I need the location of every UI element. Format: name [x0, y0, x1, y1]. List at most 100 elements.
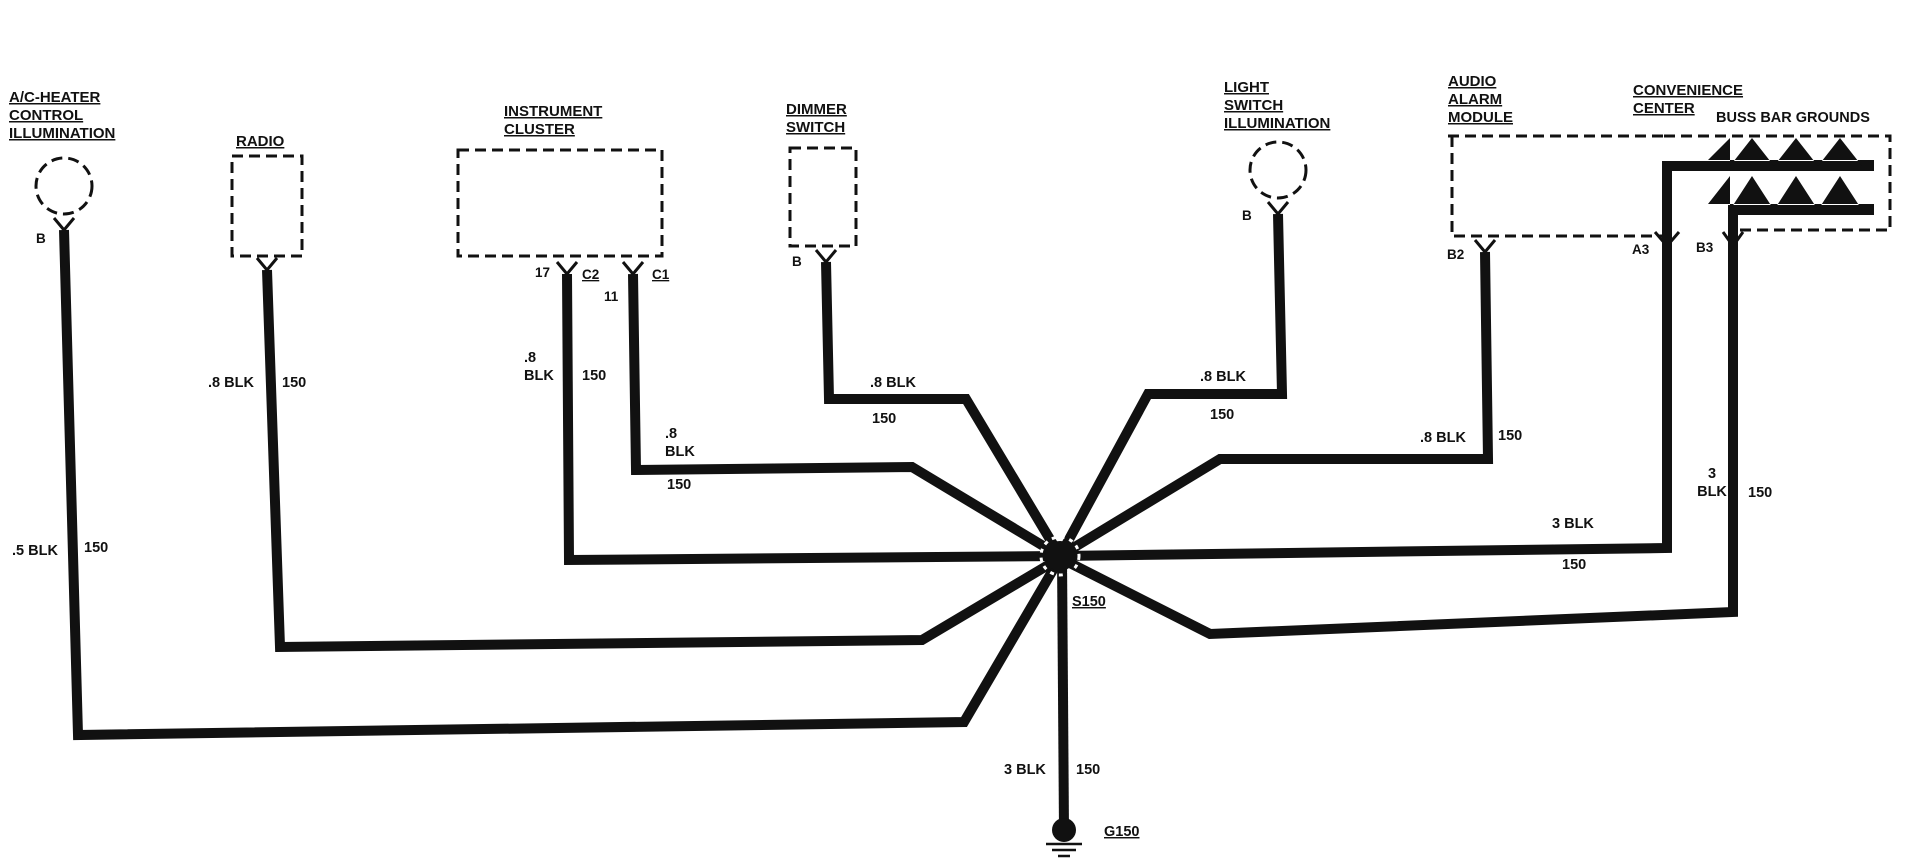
ground-label: G150	[1104, 824, 1139, 840]
ac-heater-title-line2: CONTROL	[9, 107, 83, 124]
light-switch-circuit-label: 150	[1210, 407, 1234, 423]
convenience-a3-circuit-label: 150	[1562, 557, 1586, 573]
instrument-cluster-title-line1: INSTRUMENT	[504, 103, 602, 120]
instrument-cluster-box	[456, 148, 664, 258]
cluster-11-circuit-label: 150	[667, 477, 691, 493]
ground-wire-label: 3 BLK	[1004, 762, 1046, 778]
dimmer-circuit-label: 150	[872, 411, 896, 427]
ac-heater-title-line1: A/C-HEATER	[9, 89, 101, 106]
ac-heater-wire-label: .5 BLK	[12, 543, 58, 559]
wire-cluster-17	[562, 273, 1061, 566]
dimmer-switch-terminal	[814, 249, 838, 265]
convenience-b3-wire-color: BLK	[1697, 484, 1727, 500]
light-switch-title-line2: SWITCH	[1224, 97, 1283, 114]
light-switch-pin: B	[1242, 208, 1252, 223]
dimmer-switch-title-line2: SWITCH	[786, 119, 845, 136]
radio-box	[230, 154, 304, 258]
radio: RADIO	[230, 133, 304, 273]
dimmer-switch-title-line1: DIMMER	[786, 101, 847, 118]
cluster-connector-c1: C1	[652, 267, 670, 282]
ac-heater-circuit-label: 150	[84, 540, 108, 556]
ground-g150: G150 3 BLK 150	[1004, 762, 1139, 858]
cluster-pin-11: 11	[604, 289, 619, 304]
module-enclosure	[1448, 134, 1892, 238]
light-switch-terminal	[1266, 201, 1290, 217]
ground-wires	[59, 161, 1738, 833]
convenience-center-title-line1: CONVENIENCE	[1633, 82, 1743, 99]
wire-audio-alarm	[1057, 251, 1494, 561]
audio-alarm-title-line3: MODULE	[1448, 109, 1513, 126]
ac-heater-pin: B	[36, 231, 46, 246]
wire-light-switch	[1055, 213, 1288, 559]
cluster-17-wire-color: BLK	[524, 368, 554, 384]
convenience-b3-wire-size: 3	[1708, 466, 1716, 482]
cluster-terminal-11	[621, 261, 645, 277]
cluster-terminal-17	[555, 261, 579, 277]
radio-terminal	[255, 257, 279, 273]
convenience-pin-b3: B3	[1696, 240, 1714, 255]
ac-heater-title-line3: ILLUMINATION	[9, 125, 115, 142]
dimmer-switch-box	[788, 146, 858, 248]
radio-wire-label: .8 BLK	[208, 375, 254, 391]
cluster-17-circuit-label: 150	[582, 368, 606, 384]
ac-heater-bulb-icon	[34, 156, 94, 216]
splice-node-icon	[1045, 541, 1075, 571]
buss-bar-grounds-label: BUSS BAR GROUNDS	[1716, 110, 1870, 126]
splice-s150: S150	[1039, 535, 1106, 610]
radio-title: RADIO	[236, 133, 285, 150]
wire-to-ground	[1057, 555, 1069, 833]
instrument-cluster-title-line2: CLUSTER	[504, 121, 575, 138]
wire-dimmer-switch	[821, 261, 1065, 559]
audio-alarm-pin: B2	[1447, 247, 1464, 262]
ground-symbol-icon	[1046, 842, 1082, 858]
cluster-connector-c2: C2	[582, 267, 599, 282]
cluster-17-wire-size: .8	[524, 350, 536, 366]
dimmer-switch-pin: B	[792, 254, 802, 269]
cluster-pin-17: 17	[535, 265, 550, 280]
wire-cluster-11	[628, 273, 1063, 561]
light-switch-wire-label: .8 BLK	[1200, 369, 1246, 385]
light-switch-title-line1: LIGHT	[1224, 79, 1269, 96]
cluster-11-wire-color: BLK	[665, 444, 695, 460]
convenience-center-title-line2: CENTER	[1633, 100, 1695, 117]
radio-circuit-label: 150	[282, 375, 306, 391]
wire-convenience-b3	[1057, 210, 1738, 640]
ground-lug-icon	[1052, 818, 1076, 842]
buss-bar-lower-teeth-icon	[1708, 176, 1874, 210]
convenience-pin-a3: A3	[1632, 242, 1650, 257]
cluster-11-wire-size: .8	[665, 426, 677, 442]
light-switch-bulb-icon	[1248, 140, 1308, 200]
convenience-b3-circuit-label: 150	[1748, 485, 1772, 501]
splice-label: S150	[1072, 594, 1106, 610]
light-switch-title-line3: ILLUMINATION	[1224, 115, 1330, 132]
audio-alarm-title-line2: ALARM	[1448, 91, 1502, 108]
wire-ac-heater	[59, 229, 1065, 741]
buss-bar-upper-teeth-icon	[1708, 138, 1874, 166]
audio-alarm-circuit-label: 150	[1498, 428, 1522, 444]
ac-heater-terminal	[52, 217, 76, 233]
audio-alarm-wire-label: .8 BLK	[1420, 430, 1466, 446]
convenience-a3-wire-label: 3 BLK	[1552, 516, 1594, 532]
audio-alarm-terminal	[1473, 239, 1497, 255]
dimmer-wire-label: .8 BLK	[870, 375, 916, 391]
ground-circuit-label: 150	[1076, 762, 1100, 778]
audio-alarm-title-line1: AUDIO	[1448, 73, 1497, 90]
wire-radio	[262, 269, 1063, 653]
wire-convenience-a3	[1059, 161, 1672, 561]
